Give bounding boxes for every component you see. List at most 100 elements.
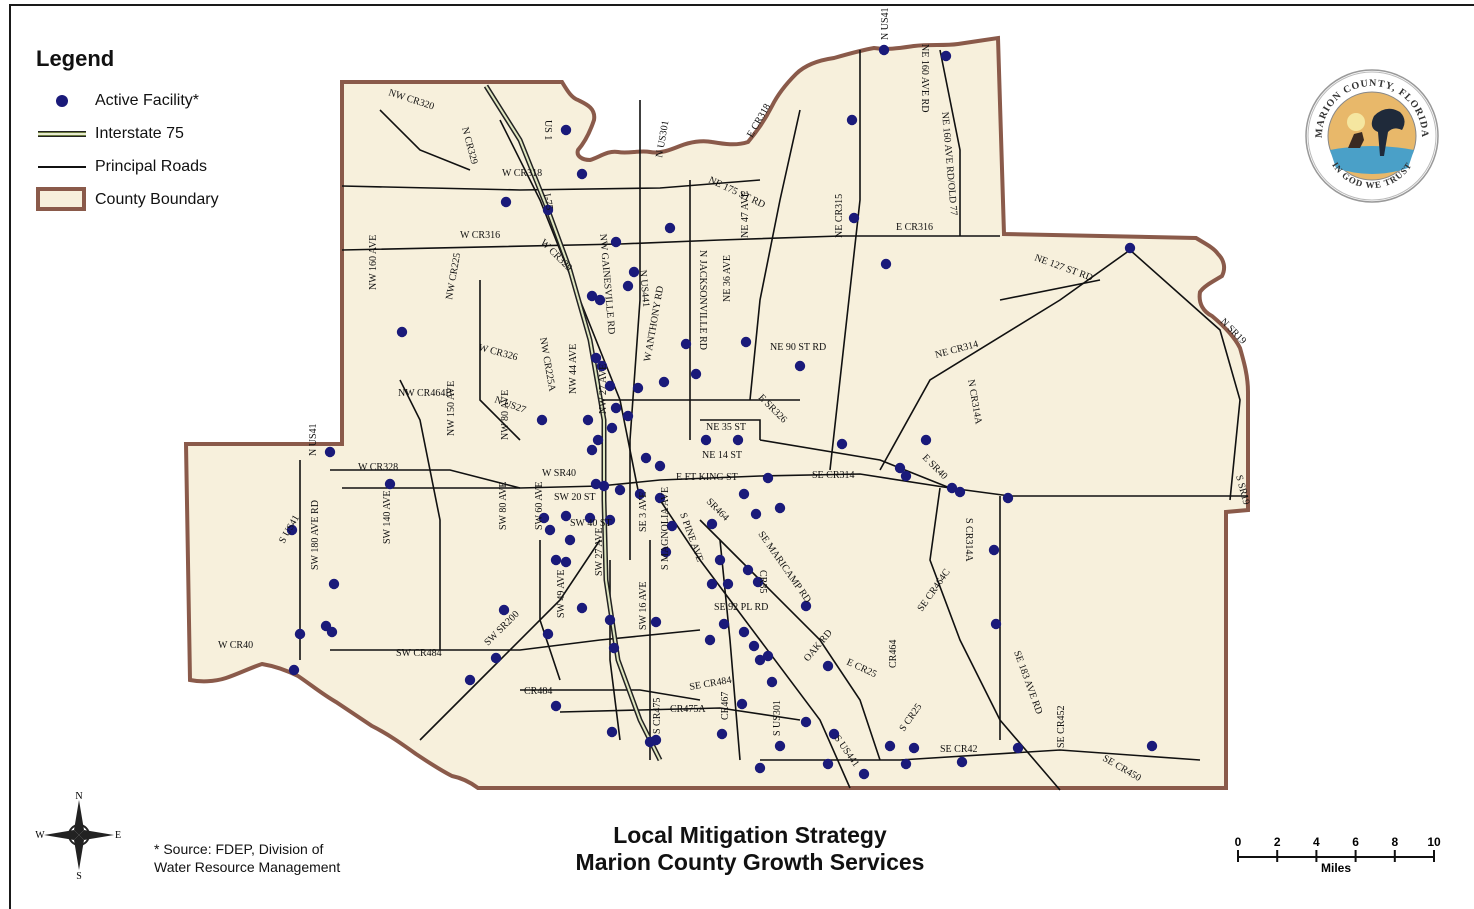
road-label: W SR40 [542, 468, 576, 479]
facility-dot [606, 422, 618, 434]
facility-dot [604, 514, 616, 526]
facility-dot [604, 614, 616, 626]
facility-dot [800, 600, 812, 612]
road-label: E CR316 [896, 222, 933, 233]
boundary-box-icon [36, 186, 88, 211]
facility-dot [858, 768, 870, 780]
facility-dot [774, 502, 786, 514]
facility-dot [614, 484, 626, 496]
road-label: SE 3 AVE [638, 492, 649, 532]
facility-dot [498, 604, 510, 616]
road-label: NE 90 ST RD [770, 342, 826, 353]
county-seal-logo: MARION COUNTY, FLORIDA IN GOD WE TRUST [1305, 69, 1439, 203]
road-label: NE 35 ST [706, 422, 746, 433]
road-label: NW 27 AVE [598, 364, 609, 414]
facility-dot [894, 462, 906, 474]
scale-tick-label: 10 [1427, 835, 1441, 849]
road-label: CR35 [757, 570, 768, 593]
road-label: W CR318 [502, 168, 542, 179]
facility-dot [584, 512, 596, 524]
facility-dot [606, 726, 618, 738]
road-label: CR475A [670, 704, 706, 715]
facility-dot [596, 360, 608, 372]
interstate-75 [483, 84, 663, 762]
county-boundary [183, 35, 1250, 790]
facility-dot [848, 212, 860, 224]
road-label: N US41 [880, 7, 891, 40]
scale-tick-label: 4 [1313, 835, 1320, 849]
facility-dot [956, 756, 968, 768]
facility-dot [610, 236, 622, 248]
facility-dot [774, 740, 786, 752]
facility-dot [564, 534, 576, 546]
legend: Legend Active Facility* Interstate 75 Pr… [36, 46, 219, 216]
legend-label: County Boundary [95, 190, 219, 208]
compass-s: S [76, 871, 82, 880]
facility-dot [500, 196, 512, 208]
facility-dot [576, 168, 588, 180]
road-label: SE CR452 [1056, 705, 1067, 748]
facility-dot [800, 716, 812, 728]
facility-dot [586, 290, 598, 302]
road-label: NE 160 AVE RD [919, 44, 930, 112]
road-label: S CR475 [652, 698, 663, 734]
facility-dot [544, 524, 556, 536]
facility-dot [560, 124, 572, 136]
legend-label: Active Facility* [95, 91, 200, 109]
road-label: SE CR42 [940, 744, 978, 755]
facility-dot [598, 480, 610, 492]
facility-dot [762, 472, 774, 484]
road-label: SW 40 ST [570, 518, 612, 529]
road-label: N US41 [308, 423, 319, 456]
principal-roads [299, 49, 1248, 791]
facility-dot [660, 546, 672, 558]
compass-rose-icon: N S W E [35, 791, 121, 880]
facility-dot [542, 628, 554, 640]
compass-n: N [75, 791, 82, 802]
facility-dot [900, 758, 912, 770]
road-label: SW 140 AVE [382, 490, 393, 544]
facility-dot [328, 578, 340, 590]
facility-dot [680, 338, 692, 350]
source-note: * Source: FDEP, Division of Water Resour… [154, 840, 340, 876]
facility-dot [582, 414, 594, 426]
facility-dot [326, 626, 338, 638]
road-label: CR467 [720, 692, 731, 720]
facility-dot [828, 728, 840, 740]
facility-dot [732, 434, 744, 446]
facility-dot [604, 380, 616, 392]
facility-dot [610, 402, 622, 414]
facility-dot [658, 376, 670, 388]
road-label: N JACKSONVILLE RD [697, 250, 708, 350]
facility-dot [846, 114, 858, 126]
facility-dot [542, 204, 554, 216]
facility-dot [946, 482, 958, 494]
facility-dot [990, 618, 1002, 630]
road-label: NW 80 AVE [500, 390, 511, 440]
facility-dot [586, 444, 598, 456]
legend-item-facility: Active Facility* [36, 84, 219, 117]
facility-dot [1012, 742, 1024, 754]
facility-dot [742, 564, 754, 576]
facility-dot [640, 452, 652, 464]
scale-tick-label: 8 [1391, 835, 1398, 849]
facility-dot [464, 674, 476, 686]
facility-dot [634, 488, 646, 500]
facility-dot [560, 510, 572, 522]
facility-dot [396, 326, 408, 338]
road-label: S CR314A [963, 518, 974, 562]
facility-dot [550, 554, 562, 566]
facility-dot [736, 698, 748, 710]
facility-dot [706, 578, 718, 590]
legend-title: Legend [36, 46, 115, 71]
road-label: SW 49 AVE [556, 569, 567, 618]
road-label: CR484 [524, 686, 552, 697]
road-label: I-75 [541, 193, 555, 211]
facility-dot [622, 280, 634, 292]
road-label: S US301 [772, 700, 783, 736]
facility-dot [794, 360, 806, 372]
facility-dot [550, 700, 562, 712]
road-label: SW 27 AVE [594, 527, 605, 576]
facility-dot [294, 628, 306, 640]
